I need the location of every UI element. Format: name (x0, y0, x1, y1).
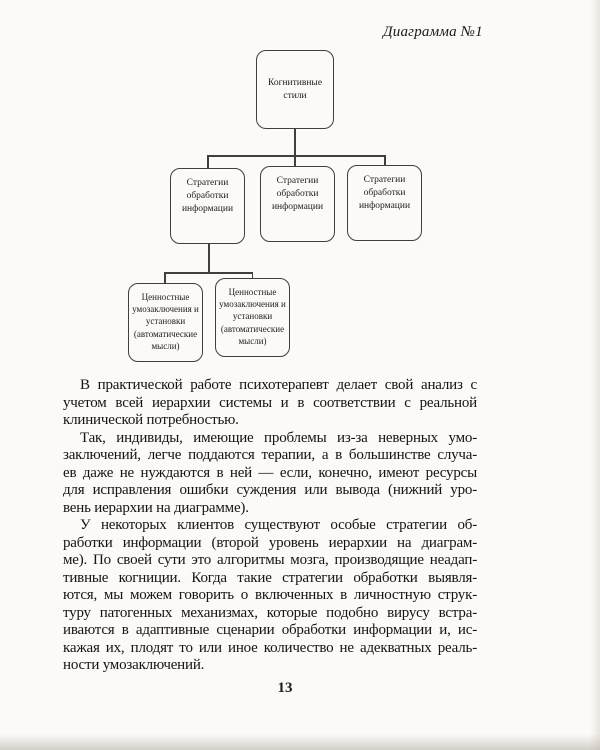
text-line: работки информации (второй уровень иерар… (63, 534, 477, 551)
connector-level2-stub-right (384, 155, 386, 166)
connector-level2-horizontal (207, 155, 386, 157)
text-line: учетом всей иерархии системы и в соответ… (63, 394, 477, 411)
connector-level2-stub-left (207, 155, 209, 169)
diagram-node-strategy-3: Стратегии обработки информации (347, 165, 422, 241)
text-line: ме). По своей сути это алгоритмы мозга, … (63, 552, 477, 568)
text-line: туру патогенных механизмах, которые подо… (63, 604, 477, 621)
text-line: В практической работе психотерапевт дела… (80, 377, 477, 393)
connector-level3-stub-left (164, 272, 166, 284)
text-line: У некоторых клиентов существуют особые с… (80, 517, 477, 533)
diagram-node-label: Когнитивные стили (267, 78, 323, 101)
text-line: для исправления ошибки суждения или выво… (63, 482, 477, 498)
connector-strategy1-vertical (208, 243, 210, 273)
text-line: клинической потребностью. (63, 412, 239, 428)
text-line: ев даже не нуждаются в ней — если, конеч… (63, 464, 477, 481)
text-line: иваются в адаптивные сценарии обработки … (63, 622, 477, 638)
text-line: ности умозаключений. (63, 657, 205, 673)
text-line: кажая их, плодят то или иное количество … (63, 639, 477, 656)
connector-root-vertical (294, 129, 296, 156)
connector-level2-stub-middle (294, 155, 296, 167)
body-text: В практической работе психотерапевт дела… (63, 377, 477, 675)
diagram-node-strategy-2: Стратегии обработки информации (260, 166, 335, 242)
text-line: заключений, легче поддаются терапии, а в… (63, 447, 477, 463)
diagram-node-cognitive-styles: Когнитивные стили (256, 50, 334, 129)
text-line: Так, индивиды, имеющие проблемы из-за не… (80, 429, 477, 446)
text-line: тивные когниции. Когда такие стратегии о… (63, 569, 477, 586)
page-number: 13 (277, 680, 293, 696)
diagram-node-strategy-1: Стратегии обработки информации (170, 168, 245, 244)
connector-level3-horizontal (164, 272, 253, 274)
diagram-caption: Диаграмма №1 (383, 24, 483, 40)
text-line: ются, мы можем говорить о включенных в л… (63, 587, 477, 603)
diagram-node-values-2: Ценностные умозаключения и установки (ав… (215, 278, 290, 357)
text-line: вень иерархии на диаграмме). (63, 499, 249, 516)
connector-level3-stub-right (251, 272, 253, 279)
diagram-node-values-1: Ценностные умозаключения и установки (ав… (128, 283, 203, 362)
